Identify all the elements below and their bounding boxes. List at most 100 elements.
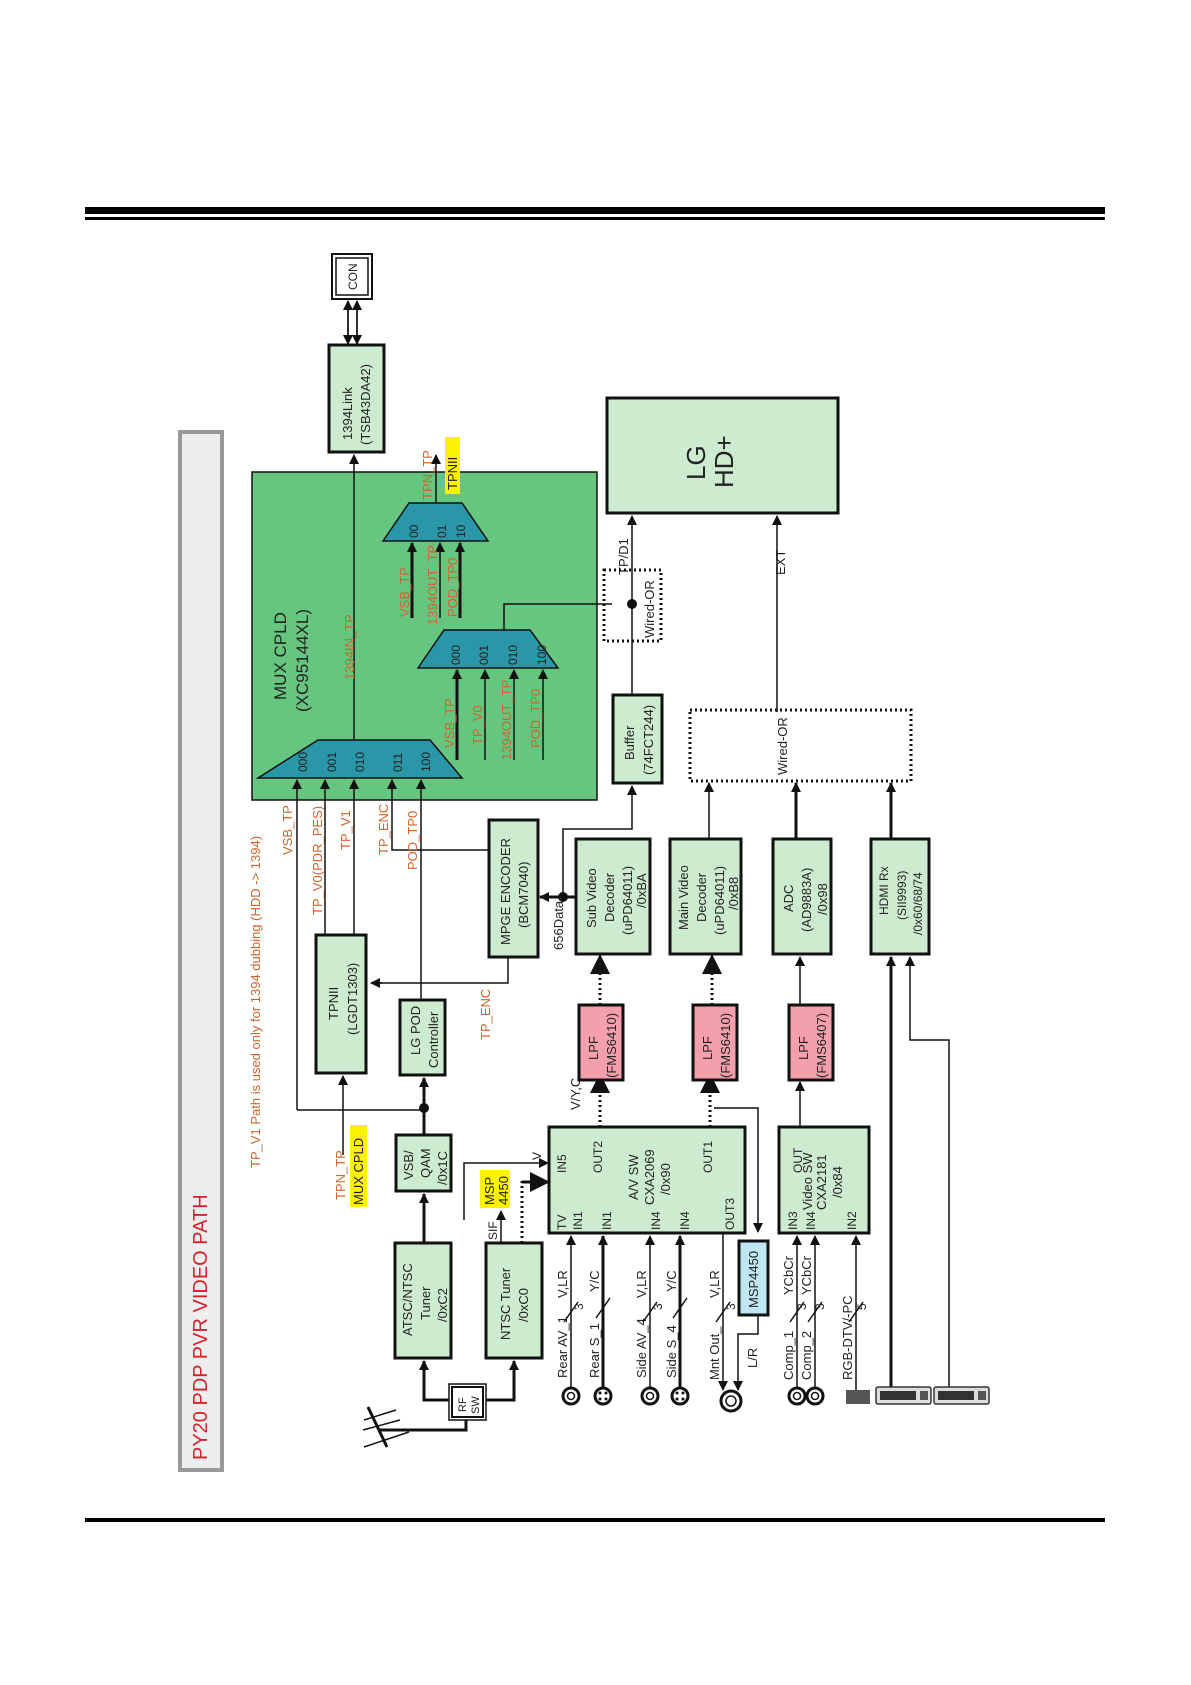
wired-or-2-label: Wired-OR — [775, 717, 790, 775]
block-tpnii-part: (LGDT1303) — [345, 963, 360, 1035]
block-1394link-label: 1394Link — [340, 387, 355, 440]
block-main-video-decoder — [668, 837, 743, 956]
footer-rule — [85, 1518, 1105, 1522]
signal-label: TP_V0(PDR_PES) — [310, 806, 325, 915]
block-mpge-encoder — [487, 818, 540, 959]
input-side-s4: Side S_4 — [664, 1325, 679, 1378]
video-sw-l2: CXA2181 — [814, 1154, 829, 1210]
mux-cpld-part: (XC95144XL) — [293, 609, 312, 712]
bus-width: 3 — [795, 1303, 809, 1310]
header-rule-thin — [85, 217, 1105, 220]
block-buffer — [611, 693, 664, 785]
signal-tp-d1: TP/D1 — [616, 538, 631, 575]
block-adc-l2: (AD9883A) — [799, 868, 814, 932]
dvi-connector-icon — [875, 1386, 932, 1405]
block-adc-l3: /0x98 — [815, 883, 830, 915]
signal-vyc: V/Y,C — [568, 1078, 583, 1110]
hdmi-connector-icon — [933, 1386, 990, 1405]
block-vsb-l1: VSB/ — [401, 1150, 416, 1180]
av-sw-tv: TV — [555, 1215, 569, 1230]
signal-lr: L/R — [745, 1348, 760, 1368]
bus-width: 3 — [572, 1303, 586, 1310]
signal-sif: SIF — [486, 1221, 500, 1240]
antenna-icon — [362, 1406, 410, 1448]
signal-label: TP_ENC — [376, 804, 391, 855]
signal-label: POD_TP0 — [445, 558, 460, 617]
msp-label-2: 4450 — [496, 1176, 511, 1205]
mux-top-port: 00 — [407, 524, 421, 538]
input-rear-av1: Rear AV_1 — [555, 1316, 570, 1378]
block-sub-video-l2: Decoder — [602, 872, 617, 922]
block-hdmi-l3: /0x60/68/74 — [911, 872, 925, 935]
input-rear-av1-type: V,LR — [555, 1270, 570, 1298]
block-buffer-part: (74FCT244) — [641, 705, 656, 775]
block-atsc-l3: /0xC2 — [435, 1288, 450, 1322]
block-lg-pod — [398, 998, 447, 1077]
input-rear-s1-type: Y/C — [587, 1270, 602, 1292]
lpf-2-l2: (FMS6410) — [718, 1013, 733, 1078]
signal-656data: 656Data — [551, 900, 566, 950]
av-sw-in4a: IN4 — [649, 1211, 663, 1230]
block-main-video-l3: (uPD64011) — [712, 866, 727, 935]
block-atsc-l1: ATSC/NTSC — [400, 1263, 415, 1336]
output-mnt-out: Mnt Out_ — [707, 1326, 722, 1380]
block-mpge-part: (BCM7040) — [516, 862, 531, 928]
wire-tp-enc — [387, 779, 517, 851]
block-hdmi-l1: HDMI Rx — [877, 866, 891, 915]
av-sw-out1: OUT1 — [701, 1141, 715, 1173]
signal-label: VSB_TP — [397, 567, 412, 617]
block-vsb-qam — [394, 1133, 453, 1193]
block-lg-hd-label: LG — [681, 445, 711, 480]
signal-tp-enc: TP_ENC — [478, 989, 493, 1040]
mux-main-port: 011 — [391, 753, 405, 772]
block-atsc-tuner — [393, 1241, 453, 1360]
signal-label: VSB_TP — [442, 698, 457, 748]
av-sw-l2: CXA2069 — [642, 1149, 657, 1205]
rf-switch-l2: SW — [470, 1396, 482, 1414]
signal-label: VSB_TP — [280, 805, 295, 855]
header-rule-thick — [85, 207, 1105, 214]
s-video-jack-icon — [593, 1386, 613, 1406]
block-hdmi-l2: (SII9993) — [895, 871, 909, 920]
block-tpnii-label: TPNII — [326, 987, 341, 1020]
video-sw-l3: /0x84 — [830, 1166, 845, 1198]
av-sw-in4b: IN4 — [678, 1211, 692, 1230]
s-video-jack-icon — [670, 1386, 690, 1406]
signal-label: TP_V0 — [470, 705, 485, 745]
wire-tp-enc-tpnii — [371, 957, 509, 984]
input-side-av4-type: V,LR — [634, 1270, 649, 1298]
lpf-1-l1: LPF — [586, 1036, 601, 1060]
mux-main-port: 001 — [325, 752, 339, 772]
block-hdmi-rx — [869, 837, 931, 956]
wire-mid-out — [503, 603, 612, 630]
mux-mid-port: 010 — [506, 645, 520, 665]
block-av-sw — [547, 1125, 747, 1235]
video-sw-in4: IN4 — [804, 1211, 818, 1230]
block-adc-l1: ADC — [781, 885, 796, 912]
signal-ext: EXT — [773, 550, 788, 575]
highlight-msp4450 — [480, 1170, 510, 1208]
block-ntsc-l2: /0xC0 — [516, 1288, 531, 1322]
wired-or-2 — [688, 708, 913, 783]
av-sw-in1a: IN1 — [571, 1211, 585, 1230]
signal-v: V — [530, 1152, 544, 1160]
block-ntsc-tuner — [484, 1241, 544, 1360]
path-note: TP_V1 Path is used only for 1394 dubbing… — [248, 836, 263, 1168]
rca-jack-icon — [805, 1386, 825, 1406]
mux-cpld-label: MUX CPLD — [271, 612, 290, 700]
mux-mid-port: 000 — [449, 645, 463, 665]
video-sw-out: OUT — [791, 1147, 805, 1173]
input-rear-s1: Rear S_1 — [587, 1323, 602, 1378]
msp-label-1: MSP — [482, 1177, 497, 1205]
msp4450-label: MSP4450 — [746, 1251, 761, 1308]
mux-mid-port: 001 — [477, 645, 491, 665]
tpnii-dest-label: TPNII — [445, 457, 460, 490]
block-1394link — [327, 343, 386, 454]
lpf-3-l1: LPF — [796, 1036, 811, 1060]
input-side-av4: Side AV_4 — [634, 1318, 649, 1378]
block-buffer-label: Buffer — [622, 725, 637, 760]
signal-1394in-tp: 1394IN_TP — [342, 614, 357, 680]
block-lg-hd — [605, 396, 840, 515]
mux-top-port: 01 — [435, 524, 449, 538]
lpf-2-l1: LPF — [700, 1036, 715, 1060]
